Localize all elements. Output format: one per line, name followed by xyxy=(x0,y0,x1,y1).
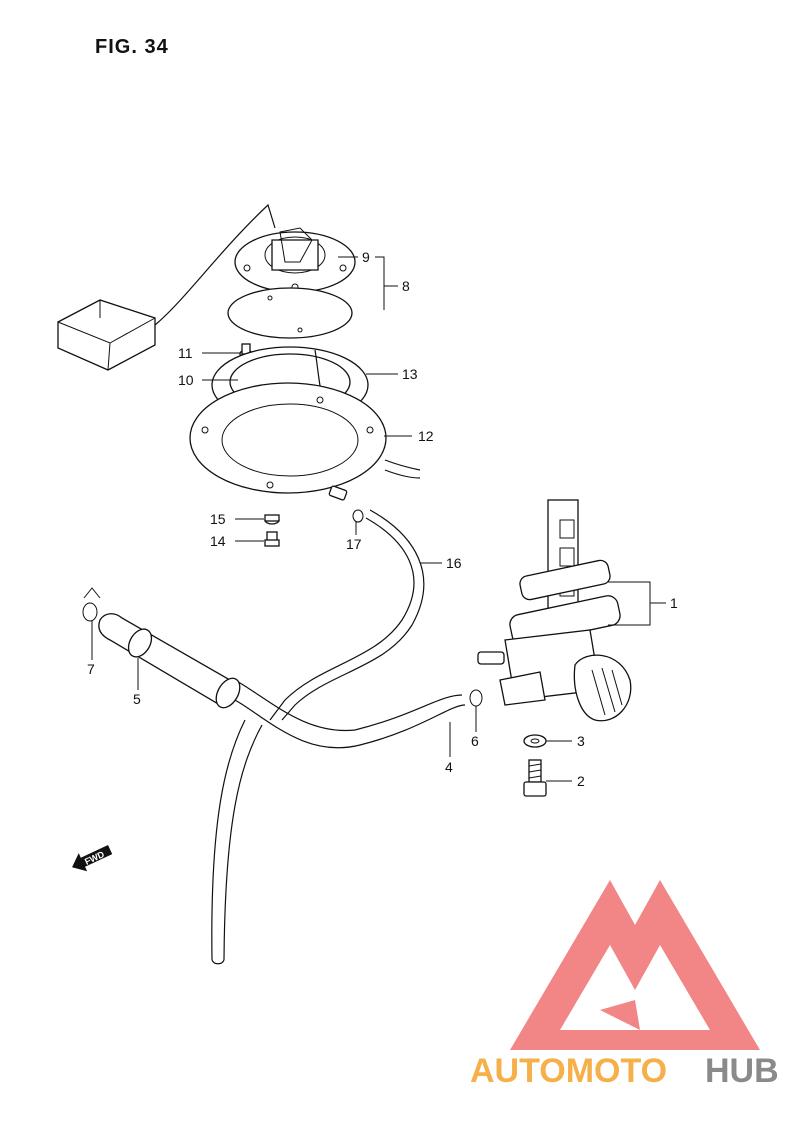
leader-lines xyxy=(91,256,666,782)
callout-2: 2 xyxy=(577,773,585,789)
callout-12: 12 xyxy=(418,428,434,444)
callout-15: 15 xyxy=(210,511,226,527)
watermark-part2: HUB xyxy=(705,1052,779,1090)
callout-5: 5 xyxy=(133,691,141,707)
hose-5 xyxy=(98,613,241,709)
callout-17: 17 xyxy=(346,536,362,552)
callout-3: 3 xyxy=(577,733,585,749)
fuel-sender-unit xyxy=(234,227,356,293)
hose-4 xyxy=(211,679,466,965)
watermark-text: AUTOMOTO HUB xyxy=(470,1052,779,1090)
tank-flange-12 xyxy=(189,382,421,494)
o-ring-6 xyxy=(469,689,483,707)
screw-2 xyxy=(523,759,547,797)
callout-11: 11 xyxy=(178,345,193,361)
washer-3 xyxy=(523,734,547,748)
gasket-plate xyxy=(227,287,353,339)
callout-9: 9 xyxy=(362,249,370,265)
callout-7: 7 xyxy=(87,661,95,677)
fwd-arrow-icon: FWD xyxy=(72,845,113,872)
fuel-sender-float xyxy=(57,299,156,371)
callout-1: 1 xyxy=(670,595,678,611)
callout-6: 6 xyxy=(471,733,479,749)
callout-4: 4 xyxy=(445,759,453,775)
callout-10: 10 xyxy=(178,372,194,388)
flange-nipple xyxy=(328,485,348,501)
triangle-m-logo-icon xyxy=(510,880,760,1050)
watermark-part1: AUTOMOTO xyxy=(470,1052,667,1090)
clip-17 xyxy=(352,509,364,523)
fuel-cock-assembly xyxy=(477,499,632,722)
callout-8: 8 xyxy=(402,278,410,294)
bolt-14 xyxy=(264,531,280,547)
clip-7 xyxy=(82,587,101,622)
nut-15 xyxy=(264,514,280,525)
figure-title: FIG. 34 xyxy=(95,36,169,58)
callout-13: 13 xyxy=(402,366,418,382)
callout-14: 14 xyxy=(210,533,226,549)
callout-labels: 9 8 11 10 13 12 15 14 17 16 1 7 5 6 4 3 … xyxy=(87,249,678,789)
callout-16: 16 xyxy=(446,555,462,571)
hose-16 xyxy=(269,509,425,721)
sender-float-arm xyxy=(154,203,276,326)
